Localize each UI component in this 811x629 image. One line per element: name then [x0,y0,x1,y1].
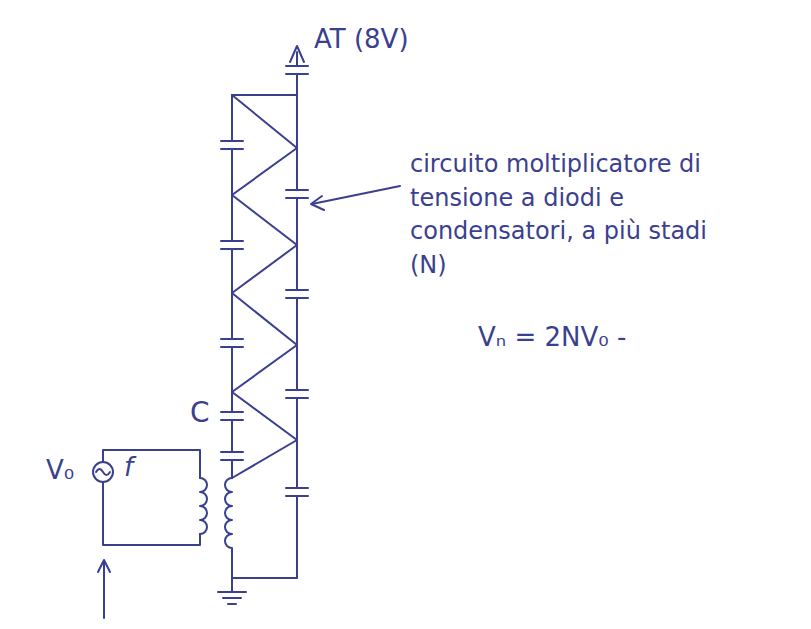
callout-leader [312,186,400,204]
ac-source-wave [96,469,110,475]
primary-loop [103,450,200,545]
capacitor-symbol [220,141,244,460]
component-label: C [190,396,210,430]
bottom-wire [232,577,297,579]
transformer-primary [200,478,207,534]
pointer-arrow-head [98,560,110,572]
transformer-secondary [225,478,232,578]
frequency-label: f [124,452,133,483]
ac-source [93,462,113,482]
ground-wire [231,578,233,592]
callout-arrow-head [311,196,324,210]
voltage-label: AT (8V) [314,24,409,55]
output-arrow [290,46,304,62]
formula-label: Vₙ = 2NV₀ - [478,322,626,353]
source-voltage-label: V₀ [46,455,74,486]
right-rail [296,52,298,578]
ground-symbol [218,592,246,604]
capacitor-symbol [285,66,309,496]
callout-note: circuito moltiplicatore di tensione a di… [410,148,710,282]
pointer-arrow [103,562,105,618]
